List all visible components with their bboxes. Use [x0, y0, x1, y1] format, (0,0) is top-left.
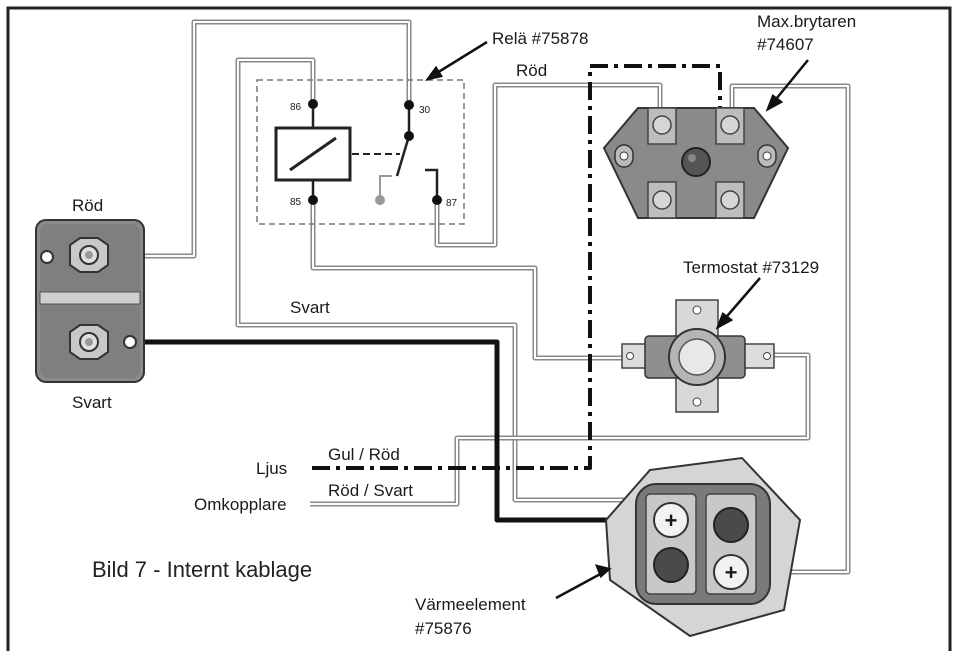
breaker-label-line1: Max.brytaren: [757, 12, 856, 31]
wire-label-yellow-red: Gul / Röd: [328, 445, 400, 464]
relay-dashed-box: [256, 79, 465, 225]
battery-terminal-block: [35, 219, 145, 383]
breaker-reset-button: [681, 147, 711, 177]
wire-battery-to-relay30: [118, 19, 412, 259]
relay-pin-30-label: 30: [419, 105, 431, 116]
pointer-arrows: [425, 40, 809, 600]
relay-pin-86-dot: [308, 99, 318, 109]
relay-pin-85-dot: [308, 195, 318, 205]
diagram-frame: [6, 6, 952, 651]
relay: 86 85 30 87: [256, 79, 465, 225]
relay-pin-87-dot: [432, 195, 442, 205]
relay-pin-30-dot: [404, 100, 414, 110]
wire-label-red-black: Röd / Svart: [328, 481, 413, 500]
battery-negative-terminal: [69, 324, 109, 360]
thermostat-label: Termostat #73129: [683, 258, 819, 277]
breaker-label-line2: #74607: [757, 35, 814, 54]
battery-top-label: Röd: [72, 196, 103, 215]
wire-relay87-to-breaker: [434, 82, 663, 248]
wire-label-red-top: Röd: [516, 61, 547, 80]
battery-positive-terminal: [69, 237, 109, 273]
heater-plus-right-label: +: [725, 560, 738, 585]
heater-element: + +: [604, 456, 802, 638]
wire-relay86-to-heater: [235, 57, 640, 503]
thermostat: [621, 299, 775, 413]
wire-battery-negative: [130, 339, 648, 523]
relay-pin-86-label: 86: [290, 102, 302, 113]
relay-nc-dot: [375, 195, 385, 205]
heater-plus-left-label: +: [665, 508, 678, 533]
relay-switch-dot: [404, 131, 414, 141]
input-label-light: Ljus: [256, 459, 287, 478]
heater-plus-right-terminal: [713, 554, 749, 590]
relay-pin-87-label: 87: [446, 198, 458, 209]
wire-thermostat-to-switch: [310, 352, 811, 507]
wires: [118, 19, 851, 575]
relay-pin-85-label: 85: [290, 197, 302, 208]
diagram-caption: Bild 7 - Internt kablage: [92, 557, 312, 582]
battery-bottom-label: Svart: [72, 393, 112, 412]
relay-title: Relä #75878: [492, 29, 588, 48]
heater-plus-left-terminal: [653, 502, 689, 538]
heater-label-line1: Värmeelement: [415, 595, 526, 614]
input-label-switch: Omkopplare: [194, 495, 287, 514]
wire-label-black: Svart: [290, 298, 330, 317]
wire-relay85-to-thermostat: [310, 200, 628, 361]
max-breaker: [602, 107, 790, 219]
wire-breaker-to-heater: [729, 83, 851, 575]
wire-light-dashdot: [312, 64, 722, 470]
heater-label-line2: #75876: [415, 619, 472, 638]
